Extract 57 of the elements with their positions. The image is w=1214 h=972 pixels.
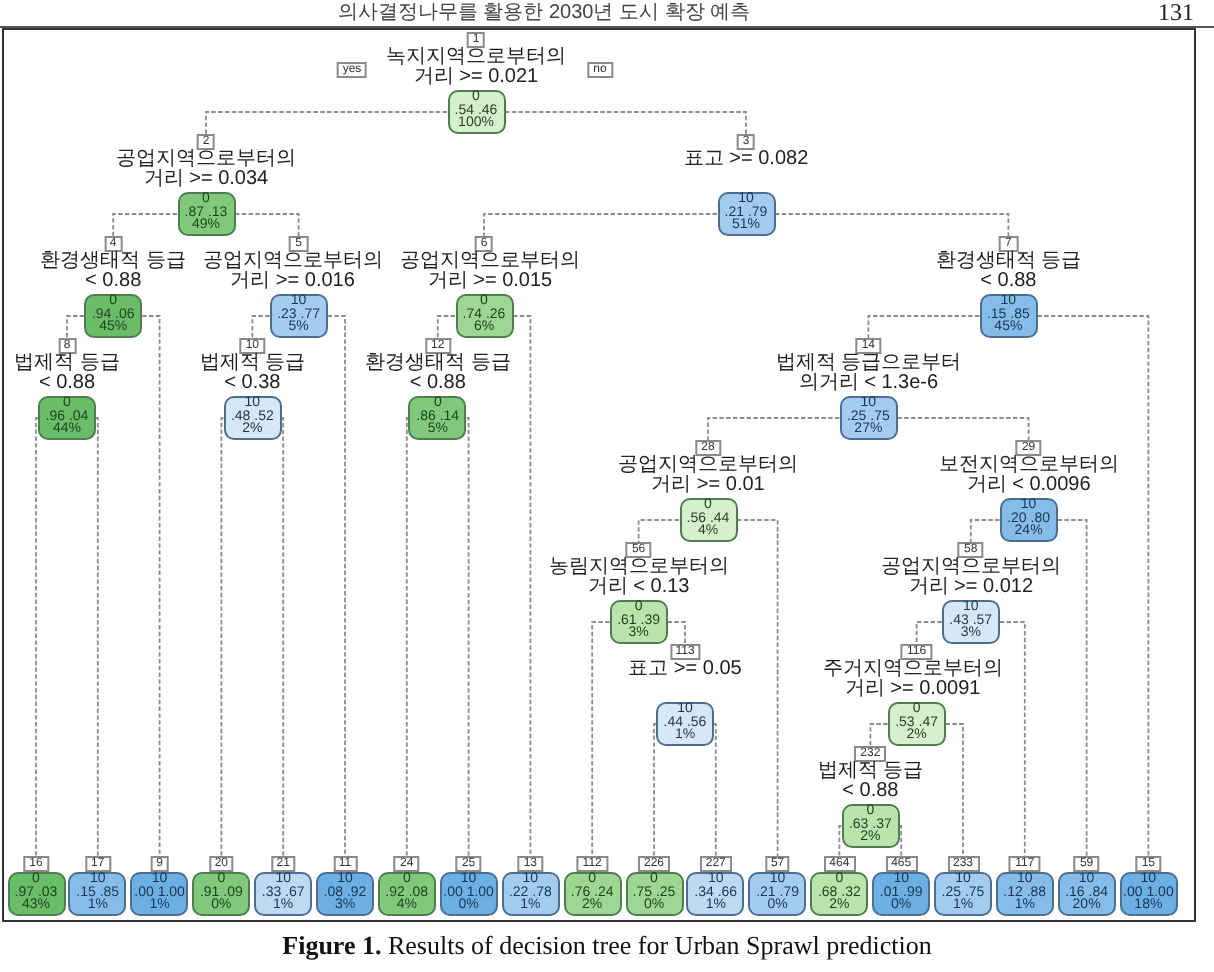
page-number: 131	[1158, 0, 1194, 24]
split-rule: 공업지역으로부터의거리 >= 0.015	[398, 252, 582, 292]
split-rule: 환경생태적 등급 < 0.88	[363, 354, 513, 394]
split-rule: 공업지역으로부터의거리 >= 0.012	[878, 558, 1063, 598]
split-rule: 법제적 등급 < 0.38	[197, 354, 308, 394]
connector-line	[896, 417, 1030, 441]
split-rule: 법제적 등급 < 0.88	[815, 762, 926, 802]
connector-line	[838, 825, 843, 857]
figure-caption: Figure 1. Results of decision tree for Urban Sprawl prediction	[282, 930, 932, 960]
running-head: 의사결정나무를 활용한 2030년 도시 확장 예측	[337, 2, 751, 24]
connector-line	[220, 417, 225, 857]
connector-line	[915, 621, 943, 645]
split-rule: 공업지역으로부터의거리 >= 0.01	[616, 456, 800, 496]
split-rule: 표고 >= 0.05	[628, 660, 742, 680]
connector-line	[504, 111, 747, 135]
connector-line	[867, 315, 981, 339]
split-rule: 표고 >= 0.082	[683, 150, 809, 170]
connector-line	[405, 417, 410, 857]
split-rule: 공업지역으로부터의거리 >= 0.016	[200, 252, 385, 292]
connector-line	[869, 723, 889, 747]
connector-line	[280, 417, 285, 857]
connector-line	[234, 213, 300, 237]
connector-line	[112, 213, 178, 237]
split-rule: 환경생태적 등급 < 0.88	[933, 252, 1084, 292]
connector-line	[66, 315, 86, 339]
connector-line	[251, 315, 271, 339]
connector-line	[465, 417, 470, 857]
connector-line	[141, 315, 161, 857]
connector-line	[736, 519, 779, 857]
connector-line	[707, 417, 841, 441]
connector-line	[944, 723, 964, 857]
connector-line	[998, 621, 1026, 857]
connector-line	[713, 723, 717, 857]
connector-line	[95, 417, 99, 857]
split-rule: 법제적 등급으로부터의거리 < 1.3e-6	[773, 354, 964, 394]
connector-line	[637, 519, 680, 543]
connector-line	[35, 417, 39, 857]
split-rule: 보전지역으로부터의거리 < 0.0096	[936, 456, 1121, 496]
connector-line	[666, 621, 686, 645]
split-rule: 농림지역으로부터의거리 < 0.13	[546, 558, 731, 598]
split-rule: 공업지역으로부터의거리 >= 0.034	[114, 150, 298, 190]
connector-line	[969, 519, 1001, 543]
connector-line	[774, 213, 1010, 237]
connector-line	[1056, 519, 1088, 857]
connector-line	[1036, 315, 1150, 857]
connector-line	[512, 315, 532, 857]
connector-line	[483, 213, 718, 237]
connector-line	[436, 315, 456, 339]
split-rule: 주거지역으로부터의거리 >= 0.0091	[820, 660, 1005, 700]
connector-line	[326, 315, 346, 857]
connector-line	[653, 723, 657, 857]
connector-line	[591, 621, 611, 857]
connector-line	[205, 111, 448, 135]
split-rule: 녹지지역으로부터의 거리 >= 0.021	[384, 48, 568, 88]
connector-line	[898, 825, 903, 857]
split-rule: 법제적 등급 < 0.88	[12, 354, 122, 394]
split-rule: 환경생태적 등급 < 0.88	[38, 252, 188, 292]
